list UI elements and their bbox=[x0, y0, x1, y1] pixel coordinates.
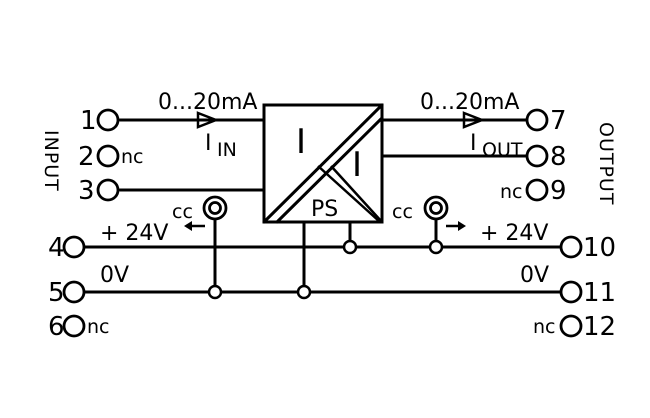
terminal-4[interactable]: 4 bbox=[48, 233, 86, 263]
terminal-8[interactable]: 8 bbox=[525, 142, 567, 172]
input-current-subscript: IN bbox=[217, 139, 237, 161]
cc-label-left: cc bbox=[172, 201, 193, 223]
input-current-symbol: I bbox=[205, 131, 212, 156]
terminal-12-number: 12 bbox=[583, 312, 616, 342]
plus-24v-label-left: + 24V bbox=[100, 221, 168, 246]
terminal-5-number: 5 bbox=[48, 278, 65, 308]
terminal-9-nc-label: nc bbox=[500, 181, 523, 203]
terminal-1[interactable]: 1 bbox=[80, 106, 120, 136]
isolator-module: I I PS bbox=[262, 103, 384, 224]
cc-right-arrow-icon bbox=[458, 221, 466, 231]
terminal-5[interactable]: 5 bbox=[48, 278, 86, 308]
output-current-symbol: I bbox=[470, 131, 477, 156]
terminal-4-number: 4 bbox=[48, 233, 65, 263]
junction-dot bbox=[342, 239, 358, 255]
terminal-12-nc-label: nc bbox=[533, 316, 556, 338]
cc-left-arrow-icon bbox=[184, 221, 192, 231]
terminal-10[interactable]: 10 bbox=[559, 233, 616, 263]
terminal-9-number: 9 bbox=[550, 176, 567, 206]
input-side-label: INPUT bbox=[40, 130, 62, 192]
terminal-12[interactable]: nc 12 bbox=[533, 312, 616, 342]
input-block-symbol: I bbox=[296, 122, 306, 162]
terminal-11-number: 11 bbox=[583, 278, 616, 308]
terminal-2-nc-label: nc bbox=[121, 146, 144, 168]
terminal-6[interactable]: 6 nc bbox=[48, 312, 110, 342]
zero-volt-label-right: 0V bbox=[520, 263, 549, 288]
terminal-1-number: 1 bbox=[80, 106, 97, 136]
terminal-11[interactable]: 11 bbox=[559, 278, 616, 308]
terminal-3-number: 3 bbox=[78, 176, 95, 206]
plus-24v-label-right: + 24V bbox=[480, 221, 548, 246]
cc-connector-right: cc bbox=[392, 195, 466, 255]
terminal-2[interactable]: 2 nc bbox=[78, 142, 144, 172]
output-current-subscript: OUT bbox=[482, 139, 523, 161]
junction-dot bbox=[207, 284, 223, 300]
terminal-3[interactable]: 3 bbox=[78, 176, 120, 206]
terminal-2-number: 2 bbox=[78, 142, 95, 172]
terminal-9[interactable]: nc 9 bbox=[500, 176, 567, 206]
terminal-10-number: 10 bbox=[583, 233, 616, 263]
output-arrow-icon bbox=[462, 111, 486, 129]
input-range-label: 0...20mA bbox=[158, 90, 257, 115]
terminal-6-number: 6 bbox=[48, 312, 65, 342]
power-supply-block-label: PS bbox=[311, 197, 338, 222]
output-block-symbol: I bbox=[352, 145, 362, 185]
input-arrow-icon bbox=[196, 111, 220, 129]
cc-connector-left: cc bbox=[172, 195, 228, 300]
zero-volt-label-left: 0V bbox=[100, 263, 129, 288]
terminal-8-number: 8 bbox=[550, 142, 567, 172]
terminal-6-nc-label: nc bbox=[87, 316, 110, 338]
cc-label-right: cc bbox=[392, 201, 413, 223]
output-side-label: OUTPUT bbox=[595, 122, 617, 205]
junction-dot bbox=[296, 284, 312, 300]
output-range-label: 0...20mA bbox=[420, 90, 519, 115]
terminal-7[interactable]: 7 bbox=[525, 106, 567, 136]
junction-dot bbox=[428, 239, 444, 255]
terminal-7-number: 7 bbox=[550, 106, 567, 136]
